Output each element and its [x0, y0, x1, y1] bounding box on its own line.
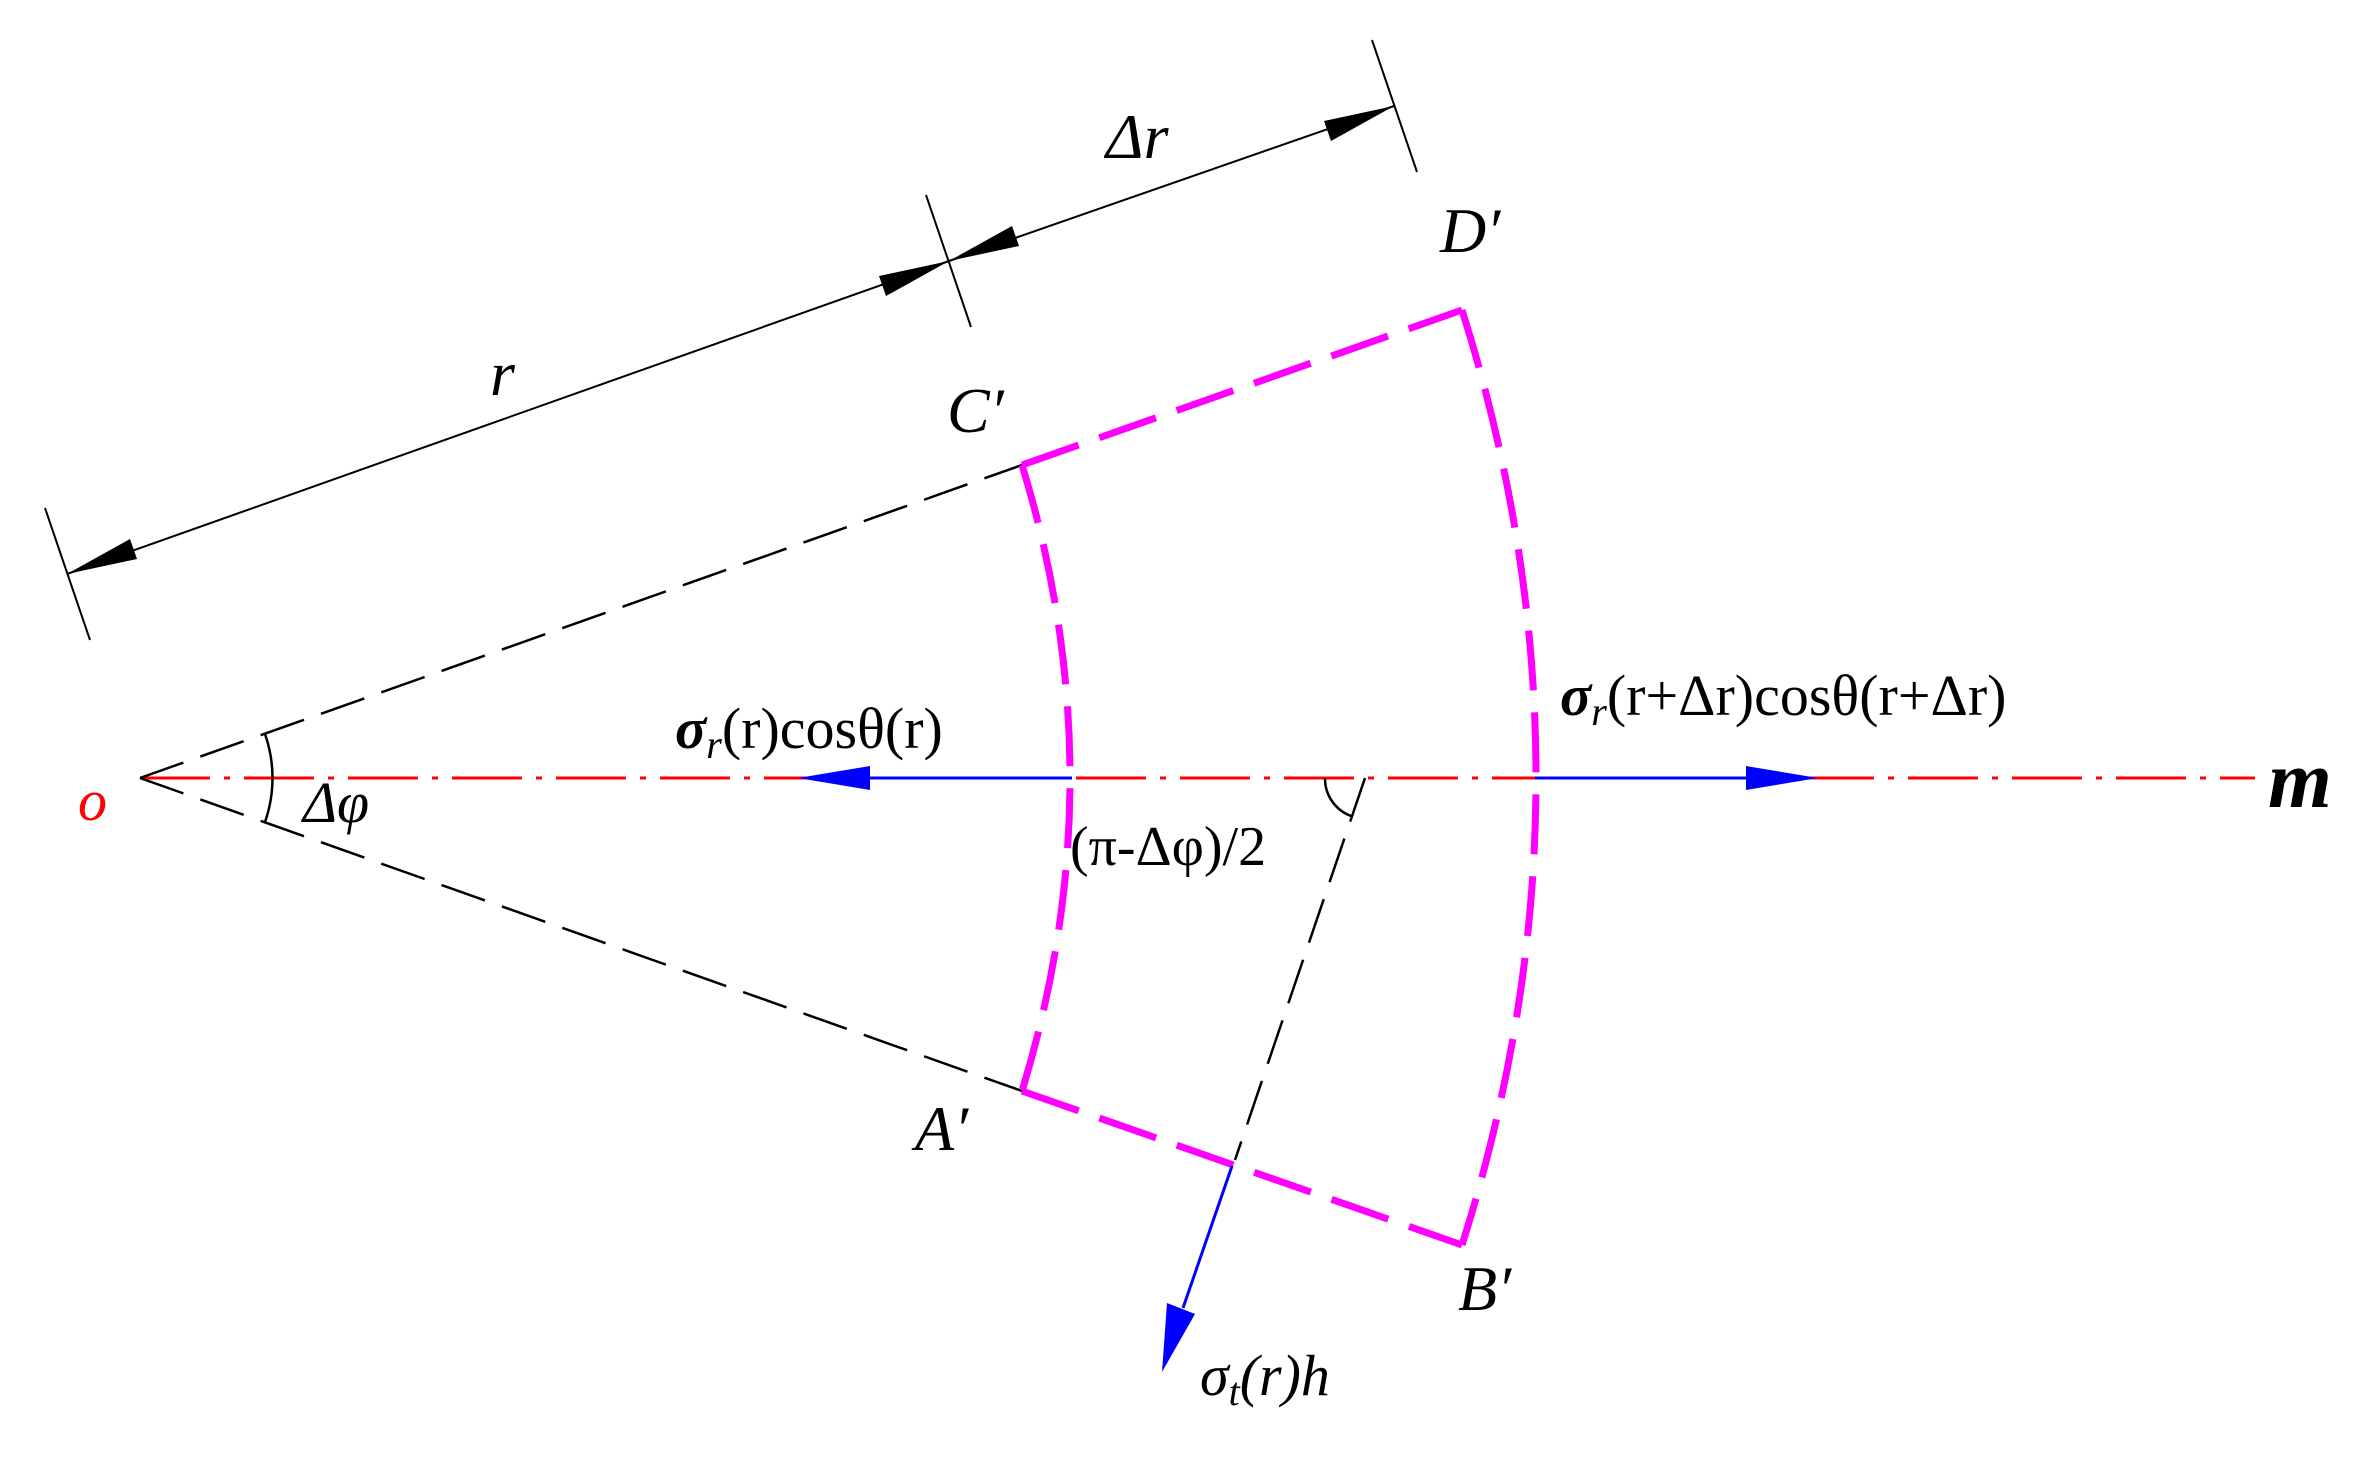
label-dimension-delta-r: Δr	[1103, 101, 1170, 172]
label-origin: o	[78, 768, 107, 833]
outer-radial-force-arrow	[1535, 766, 1818, 790]
label-outer-radial-force: σr(r+Δr)cosθ(r+Δr)	[1560, 663, 2006, 734]
element-outline	[1018, 306, 1540, 1249]
edge-c-d	[1020, 306, 1464, 469]
delta-phi-angle-arc	[263, 733, 274, 823]
tangential-direction-line	[1233, 777, 1367, 1161]
label-point-d: D′	[1439, 195, 1501, 266]
extension-line-d	[1371, 39, 1418, 173]
tangential-force-arrow	[1162, 1165, 1234, 1372]
inner-radial-force-arrow	[798, 766, 1072, 790]
label-angle-half: (π-Δφ)/2	[1070, 816, 1266, 878]
label-point-b: B′	[1458, 1253, 1512, 1324]
label-axis-end: m	[2268, 734, 2332, 825]
label-angle-delta-phi: Δφ	[301, 770, 369, 835]
inner-arc-c-a	[1018, 463, 1074, 1093]
label-dimension-r: r	[490, 338, 516, 409]
dimension-line-delta-r	[948, 105, 1395, 262]
outer-arc-d-b	[1458, 308, 1540, 1247]
dimension-line-r	[66, 260, 950, 575]
label-tangential-force: σt(r)h	[1200, 1343, 1330, 1414]
half-angle-arc	[1323, 777, 1352, 818]
radial-line-upper	[139, 463, 1023, 780]
edge-a-b	[1020, 1087, 1464, 1249]
label-point-a: A′	[911, 1093, 969, 1164]
label-point-c: C′	[947, 375, 1005, 446]
radial-line-lower	[139, 776, 1023, 1093]
label-inner-radial-force: σr(r)cosθ(r)	[675, 696, 943, 767]
